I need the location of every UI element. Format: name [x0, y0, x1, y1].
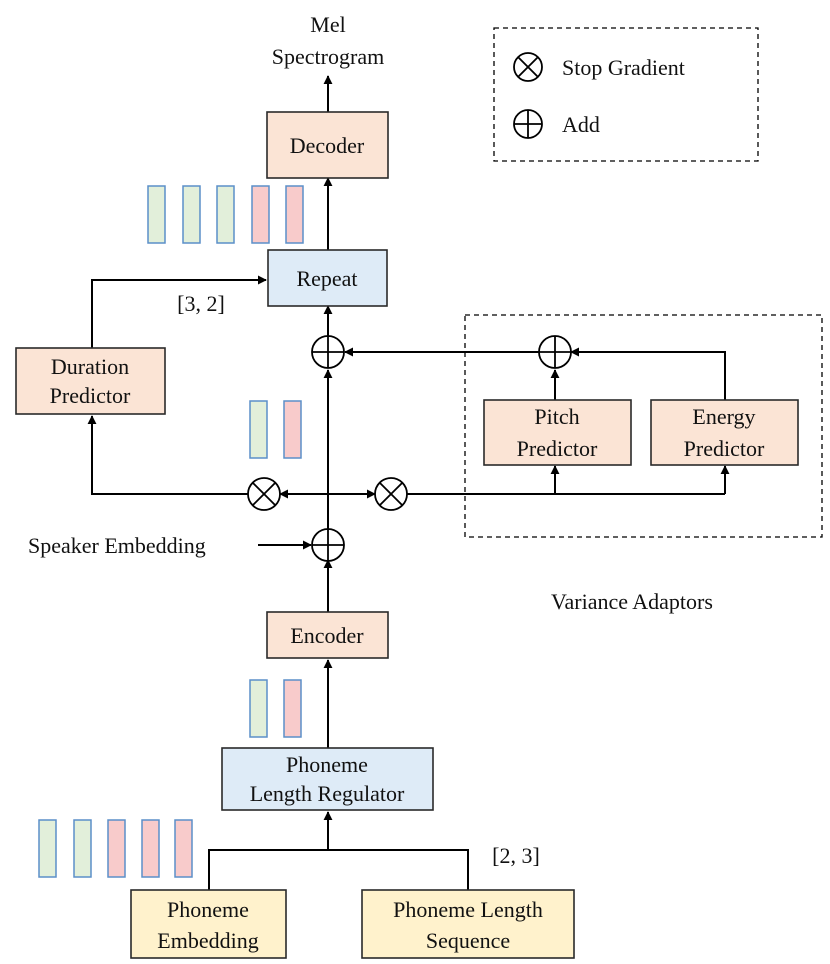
repeat-durations-label: [3, 2] [177, 291, 225, 316]
energy-predictor-box: Energy Predictor [650, 399, 799, 466]
adapted-hidden-token-bars [249, 400, 302, 459]
pitch-predictor-label-line1: Pitch [534, 404, 579, 429]
output-label-line2: Spectrogram [272, 44, 384, 69]
variance-adaptors-group [464, 314, 823, 538]
legend-stop-gradient-label: Stop Gradient [562, 55, 685, 80]
speaker-embedding-label: Speaker Embedding [28, 533, 206, 558]
green-token-bar [216, 185, 235, 244]
pink-token-bar [141, 819, 160, 878]
green-token-bar [249, 679, 268, 738]
phoneme-input-token-bars [38, 819, 193, 878]
green-token-bar [73, 819, 92, 878]
green-token-bar [38, 819, 57, 878]
pitch-energy-add-circle-plus-icon [538, 335, 572, 369]
variance-add-circle-plus-icon [311, 335, 345, 369]
phoneme-lengths-label: [2, 3] [492, 843, 540, 868]
phoneme-length-regulator-box: Phoneme Length Regulator [221, 747, 434, 811]
energy-predictor-label-line1: Energy [692, 404, 755, 429]
green-token-bar [147, 185, 166, 244]
pitch-predictor-label-line2: Predictor [517, 436, 598, 461]
decoder-label: Decoder [290, 133, 365, 158]
legend-box [493, 27, 759, 162]
pink-token-bar [107, 819, 126, 878]
energy-predictor-label-line2: Predictor [684, 436, 765, 461]
phoneme-length-regulator-label-line1: Phoneme [286, 752, 368, 777]
duration-predictor-label-line1: Duration [51, 354, 129, 379]
circle-x-icon [513, 52, 543, 82]
repeat-box: Repeat [267, 249, 388, 307]
green-token-bar [249, 400, 268, 459]
variance-stop-gradient-circle-x-icon [374, 477, 408, 511]
wire-input-merge [208, 849, 469, 890]
pink-token-bar [285, 185, 304, 244]
encoder-box: Encoder [266, 611, 389, 659]
output-label-line1: Mel [310, 12, 345, 37]
duration-predictor-label-line2: Predictor [50, 383, 131, 408]
arrow-duration-to-repeat [91, 275, 267, 348]
decoder-box: Decoder [266, 111, 389, 179]
repeat-label: Repeat [296, 266, 357, 291]
variance-adaptors-label: Variance Adaptors [551, 589, 713, 614]
arrow-energy-to-add [570, 347, 726, 400]
phoneme-length-sequence-label-line2: Sequence [426, 928, 510, 953]
speaker-add-circle-plus-icon [311, 528, 345, 562]
duration-stop-gradient-circle-x-icon [247, 477, 281, 511]
pink-token-bar [174, 819, 193, 878]
pink-token-bar [283, 679, 302, 738]
phoneme-embedding-box: Phoneme Embedding [130, 889, 287, 959]
circle-plus-icon [513, 109, 543, 139]
phoneme-embedding-label-line1: Phoneme [167, 897, 249, 922]
duration-predictor-box: Duration Predictor [15, 347, 166, 415]
phoneme-length-sequence-label-line1: Phoneme Length [393, 897, 543, 922]
decoder-input-token-bars [147, 185, 304, 244]
pink-token-bar [283, 400, 302, 459]
phoneme-length-sequence-box: Phoneme Length Sequence [361, 889, 575, 959]
encoder-input-token-bars [249, 679, 302, 738]
green-token-bar [182, 185, 201, 244]
arrow-stop-gradient-to-duration [87, 415, 248, 495]
legend-add-label: Add [562, 112, 600, 137]
pink-token-bar [251, 185, 270, 244]
encoder-label: Encoder [290, 623, 364, 648]
phoneme-embedding-label-line2: Embedding [157, 928, 258, 953]
pitch-predictor-box: Pitch Predictor [483, 399, 632, 466]
phoneme-length-regulator-label-line2: Length Regulator [250, 781, 405, 806]
